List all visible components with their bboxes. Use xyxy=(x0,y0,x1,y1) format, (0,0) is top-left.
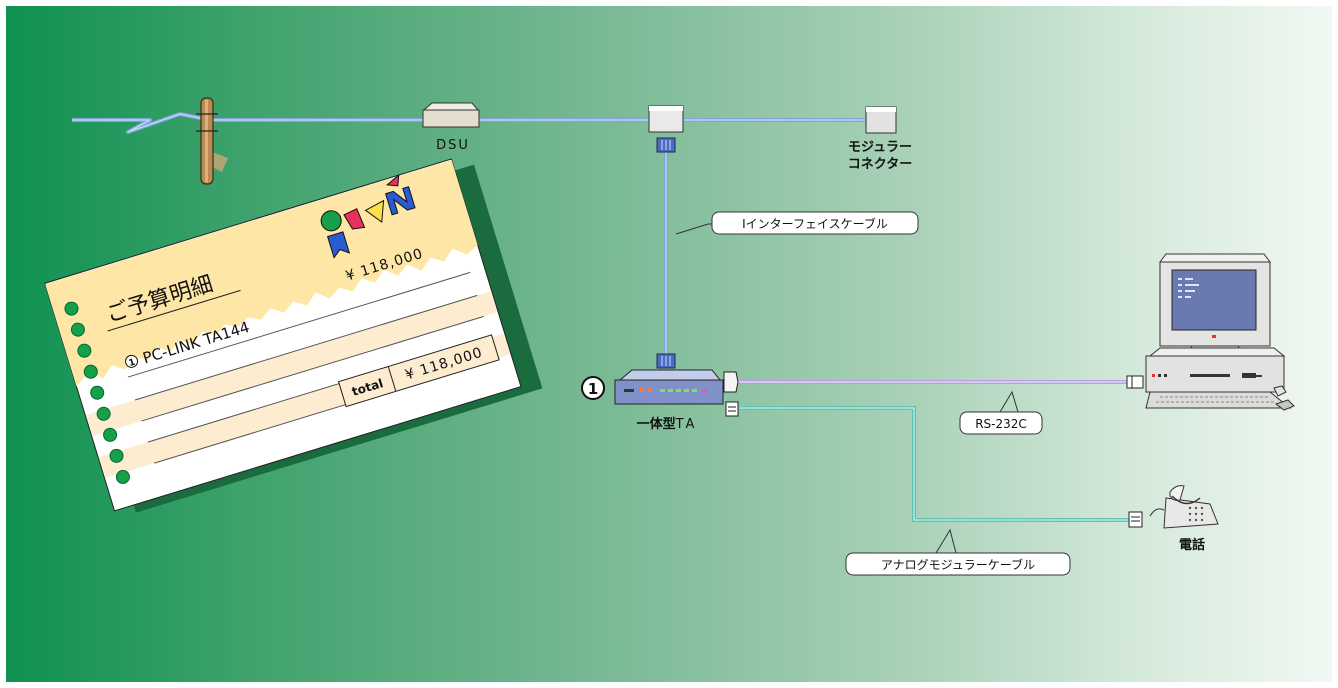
i-interface-cable-label: Iインターフェイスケーブル xyxy=(742,216,888,231)
binder-holes xyxy=(64,301,130,484)
ta-number-badge xyxy=(581,376,605,400)
ta-label-rest: TA xyxy=(675,417,698,432)
ipan-logo xyxy=(320,173,416,259)
rs232c-label: RS-232C xyxy=(975,417,1027,431)
ta-label-bold: 一体型 xyxy=(637,416,676,432)
dsu-label: DSU xyxy=(436,138,470,153)
rs232c-callout-box xyxy=(959,411,1043,435)
ta-label: 一体型TA xyxy=(637,416,698,432)
incoming-line xyxy=(72,112,211,134)
analog-callout-pointer xyxy=(935,528,957,554)
computer xyxy=(1126,253,1295,411)
item-number: 1 xyxy=(128,358,137,369)
analog-modular-cable xyxy=(740,406,1135,522)
modular-connector xyxy=(865,106,897,134)
utility-pole xyxy=(196,97,228,185)
telephone xyxy=(1128,485,1219,529)
analog-cable-label: アナログモジュラーケーブル xyxy=(881,557,1035,572)
i-interface-callout-pointer xyxy=(675,223,712,235)
i-interface-callout-box xyxy=(711,211,919,235)
ta-device xyxy=(614,353,739,417)
modular-connector-label-line2: コネクター xyxy=(848,157,912,172)
ta-number: 1 xyxy=(588,380,598,398)
phone-label: 電話 xyxy=(1179,537,1205,553)
dsu-device xyxy=(422,102,480,128)
budget-card: ご予算明細 1 PC-LINK TA144 ¥ 118,000 xyxy=(44,158,543,513)
budget-card-header xyxy=(45,159,478,387)
rs232c-callout-pointer xyxy=(999,390,1019,413)
analog-callout-box xyxy=(845,552,1071,576)
modular-connector-label-line1: モジュラー xyxy=(848,140,912,155)
total-box xyxy=(337,334,500,408)
junction-box xyxy=(648,105,684,153)
item-number-badge xyxy=(125,354,139,368)
